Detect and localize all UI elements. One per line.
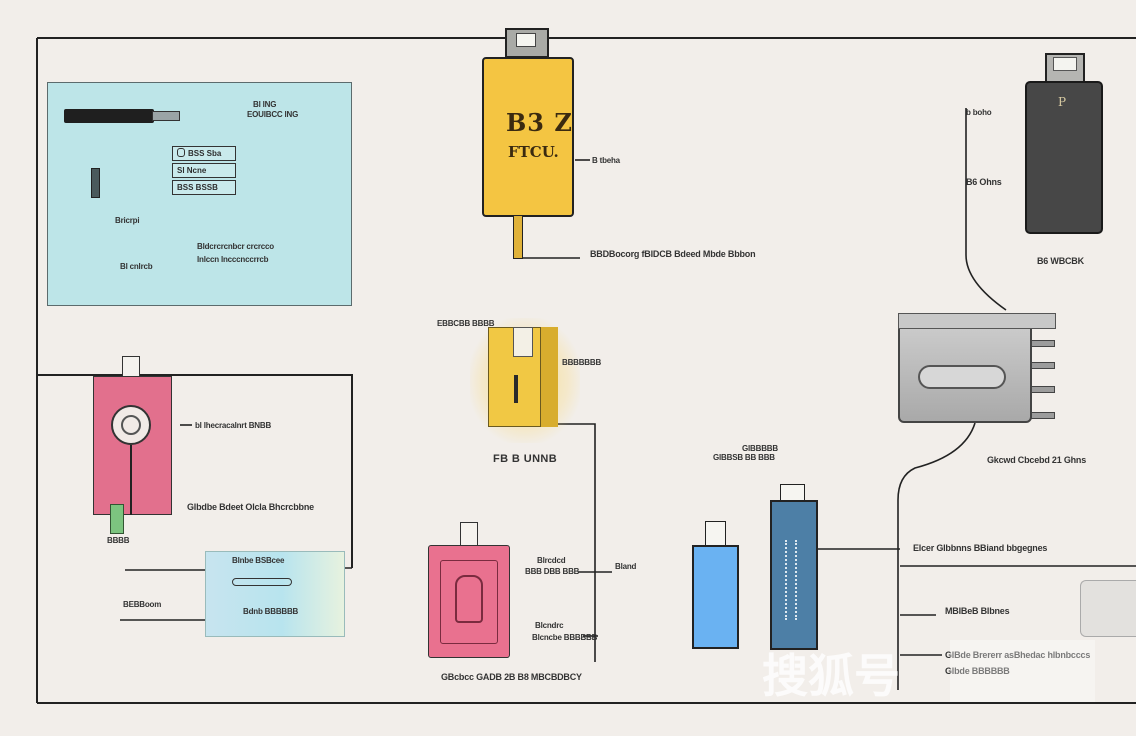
usb-plug-icon <box>152 111 180 121</box>
pink-box-label-right: Bland <box>615 562 637 571</box>
dark-usb-drive <box>1025 81 1103 234</box>
light-blue-card <box>205 551 345 637</box>
panel-note-line-2: lnlccn lncccnccrrcb <box>197 255 269 264</box>
usb-connector-port <box>516 33 536 47</box>
grey-hub-top-edge <box>898 313 1056 329</box>
usb-connector-icon <box>460 522 478 546</box>
yellow-drive-side-label: B tbeha <box>592 156 620 165</box>
pink-box-label-bottom-2: Blcncbe BBBBBB <box>532 633 598 642</box>
panel-cable-label: Bricrpi <box>115 216 140 225</box>
pink-box-label-top-2: BBB DBB BBB <box>525 567 580 576</box>
hub-slot <box>918 365 1006 389</box>
usb-connector-icon <box>513 327 533 357</box>
usb-cable-icon <box>64 109 154 123</box>
right-label-3: GlBde Brererr asBhedac hlbnbcccs <box>945 650 1091 660</box>
hub-port-icon <box>1031 412 1055 419</box>
pink-box-label-bottom-1: Blcndrc <box>535 621 564 630</box>
yellow-drive-face-line-2: FTCU. <box>508 143 559 161</box>
hub-port-icon <box>1031 362 1055 369</box>
pink-box-caption: GBcbcc GADB 2B B8 MBCBDBCY <box>441 672 582 682</box>
card-slot-icon <box>455 575 483 623</box>
yellow-drive-face-line-1: B3 Z <box>506 108 573 137</box>
dark-drive-cable-label-1: b boho <box>966 108 992 117</box>
small-yellow-device-side <box>540 327 558 427</box>
panel-note-line-1: Bldcrcrcnbcr crcrcco <box>197 242 274 251</box>
small-yellow-top-label: EBBCBB BBBB <box>437 319 495 328</box>
usb-connector-icon <box>705 521 726 546</box>
panel-header-line-1: Bl lNG <box>253 100 277 109</box>
light-blue-usb-drive <box>692 545 739 649</box>
dark-drive-cable <box>965 108 1007 311</box>
partial-grey-device <box>1080 580 1136 637</box>
pink-box-label-top-1: Blrcdcd <box>537 556 566 565</box>
pink-card-reader <box>428 545 510 658</box>
yellow-drive-stem <box>513 215 523 259</box>
small-plug-icon <box>91 168 100 198</box>
dark-drive-cable-label-2: B6 Ohns <box>966 177 1002 187</box>
grey-hub-caption: Gkcwd Cbcebd 21 Ghns <box>987 455 1087 465</box>
hub-port-icon <box>1031 386 1055 393</box>
inner-frame-line <box>37 374 353 568</box>
blue-drives-label-1: GlBBBBB <box>742 444 778 453</box>
dial-inner-ring <box>121 415 141 435</box>
green-plug-icon <box>110 504 124 534</box>
panel-menu-item: BSS BSSB <box>172 180 236 195</box>
panel-menu-item-label: Sl Ncne <box>177 166 207 175</box>
dark-blue-usb-drive <box>770 500 818 650</box>
right-label-4: Glbde BBBBBB <box>945 666 1010 676</box>
pink-drive-cable <box>130 445 132 515</box>
card-line-2: Bdnb BBBBBB <box>243 607 299 616</box>
small-yellow-side-label: BBBBBBB <box>562 358 602 367</box>
lock-icon <box>177 148 185 157</box>
right-label-2: MBlBeB Blbnes <box>945 606 1010 616</box>
watermark-backdrop <box>950 640 1095 702</box>
panel-menu-item: Sl Ncne <box>172 163 236 178</box>
panel-side-label: Bl cnlrcb <box>120 262 153 271</box>
panel-menu-item-label: BSS Sba <box>188 149 222 158</box>
small-yellow-caption: FB B UNNB <box>493 453 558 465</box>
watermark: 搜狐号 <box>762 649 900 703</box>
card-line-1: Blnbe BSBcee <box>232 556 285 565</box>
panel-menu-box: BSS Sba Sl Ncne BSS BSSB <box>172 146 236 198</box>
dark-drive-caption: B6 WBCBK <box>1037 256 1084 266</box>
panel-menu-item: BSS Sba <box>172 146 236 161</box>
right-label-1: Elcer Glbbnns BBiand bbgegnes <box>913 543 1048 553</box>
dark-drive-logo: P <box>1058 95 1067 109</box>
blue-drives-label-2: GlBBSB BB BBB <box>713 453 775 462</box>
panel-header-line-2: EOUlBCC lNG <box>247 110 299 119</box>
green-plug-label: BBBB <box>107 536 130 545</box>
panel-menu-item-label: BSS BSSB <box>177 183 218 192</box>
usb-connector-icon <box>122 356 140 377</box>
pink-card-reader-panel <box>440 560 498 644</box>
usb-connector-port <box>1053 57 1077 71</box>
yellow-usb-drive <box>482 57 574 217</box>
pink-drive-caption: Glbdbe Bdeet Olcla Bhcrcbbne <box>187 502 314 512</box>
device-slot <box>514 375 518 403</box>
slider-icon <box>232 578 292 586</box>
yellow-drive-cable-label: BBDBocorg fBlDCB Bdeed Mbde Bbbon <box>590 249 756 259</box>
usb-connector-icon <box>780 484 805 501</box>
card-side-label: BEBBoom <box>123 600 162 609</box>
drive-stripe <box>785 540 797 620</box>
hub-port-icon <box>1031 340 1055 347</box>
pink-drive-side-label: bl lhecracalnrt BNBB <box>195 421 272 430</box>
pink-usb-drive <box>93 376 172 515</box>
